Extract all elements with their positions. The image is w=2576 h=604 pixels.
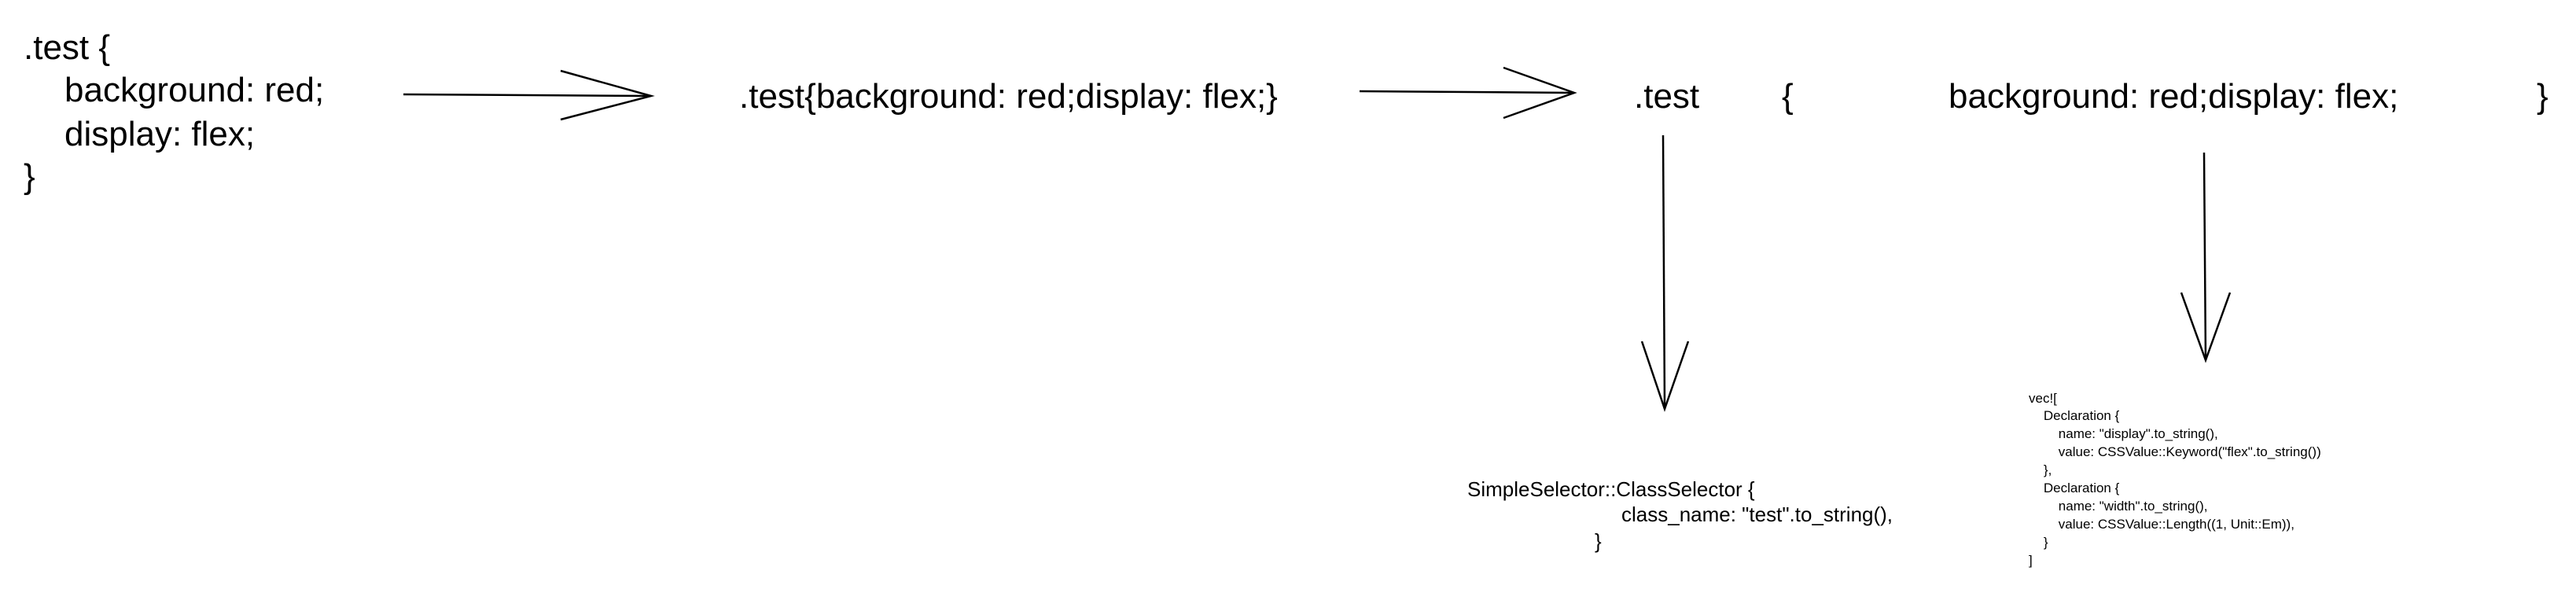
source-css-line-1: .test {	[24, 28, 111, 67]
declarations-ast-line-8: value: CSSValue::Length((1, Unit::Em)),	[2029, 517, 2294, 532]
source-css-line-4: }	[24, 157, 35, 196]
selector-ast-line-1: SimpleSelector::ClassSelector {	[1467, 477, 1755, 501]
declarations-ast-line-5: },	[2029, 462, 2052, 477]
arrow-declarations-down	[2180, 152, 2232, 363]
declarations-ast-line-9: }	[2029, 535, 2048, 550]
selector-ast-line-3: }	[1595, 529, 1602, 553]
token-declarations: background: red;display: flex;	[1949, 77, 2399, 116]
declarations-ast-line-3: name: "display".to_string(),	[2029, 426, 2218, 441]
declarations-ast-line-4: value: CSSValue::Keyword("flex".to_strin…	[2029, 444, 2321, 459]
arrow-minified-to-tokens	[1359, 66, 1577, 120]
selector-ast-line-2: class_name: "test".to_string(),	[1621, 503, 1893, 526]
declarations-ast-line-7: name: "width".to_string(),	[2029, 499, 2208, 514]
minified-css: .test{background: red;display: flex;}	[739, 77, 1278, 116]
arrow-selector-down	[1640, 134, 1690, 412]
declarations-ast-line-2: Declaration {	[2029, 408, 2120, 423]
token-selector: .test	[1634, 77, 1700, 116]
source-css-line-3: display: flex;	[64, 115, 256, 153]
declarations-ast-line-1: vec![	[2029, 391, 2057, 406]
source-css-line-2: background: red;	[64, 71, 325, 109]
token-open-brace: {	[1782, 77, 1794, 116]
declarations-ast-line-10: ]	[2029, 553, 2033, 568]
arrow-source-to-minified	[403, 69, 655, 121]
token-close-brace: }	[2537, 77, 2548, 116]
declarations-ast-line-6: Declaration {	[2029, 481, 2120, 495]
